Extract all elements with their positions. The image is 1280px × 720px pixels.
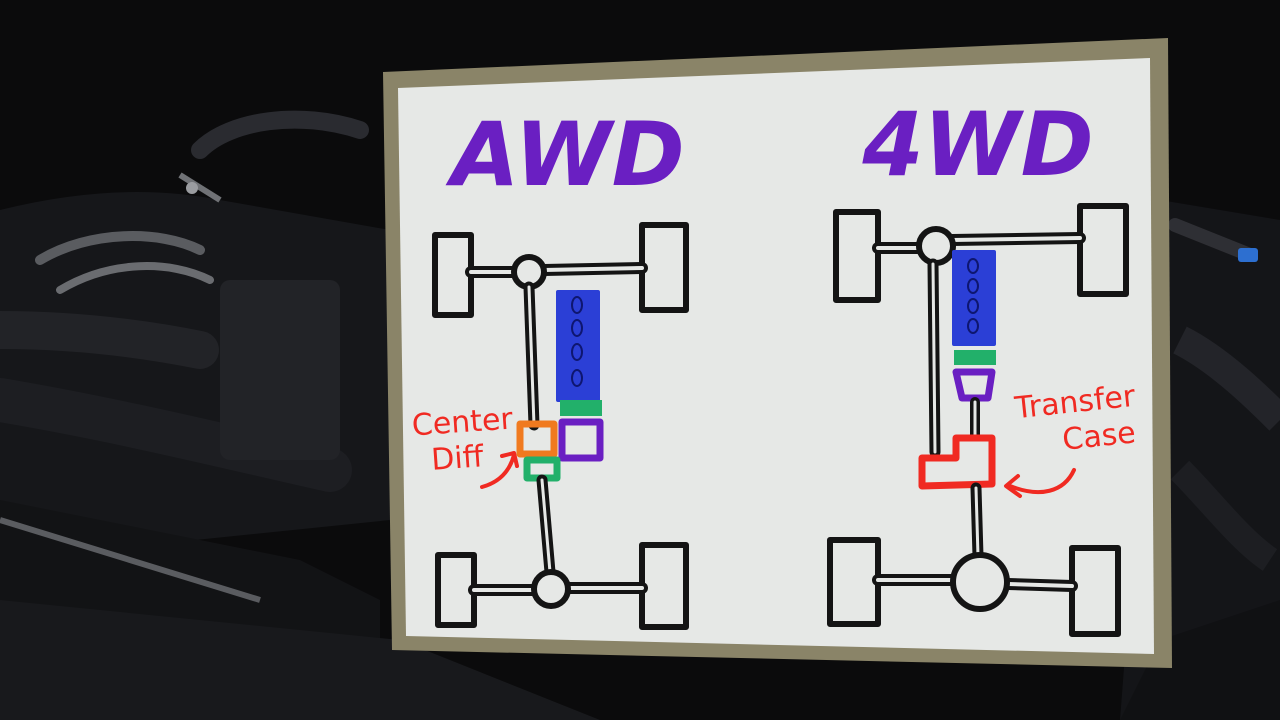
fourwd-rear-driveshaft xyxy=(970,482,984,562)
fourwd-front-axle xyxy=(833,203,1129,303)
fourwd-front-driveshaft xyxy=(927,258,941,458)
awd-transmission xyxy=(560,400,602,416)
fourwd-label-arrow xyxy=(1004,468,1076,498)
fourwd-label-line2: Case xyxy=(1061,415,1138,457)
fourwd-diagram: 4WD xyxy=(827,93,1138,637)
awd-rear-axle xyxy=(435,542,689,630)
fourwd-transfer-case xyxy=(918,434,996,490)
fourwd-engine xyxy=(952,250,996,346)
awd-engine xyxy=(556,290,600,402)
awd-center-diff xyxy=(516,420,558,458)
awd-label-arrow xyxy=(480,451,519,489)
fourwd-rear-axle xyxy=(827,537,1121,637)
fourwd-transmission xyxy=(954,350,996,365)
awd-gearbox xyxy=(558,418,604,462)
fourwd-gearbox xyxy=(952,368,996,402)
awd-label-line2: Diff xyxy=(430,439,486,478)
awd-rear-driveshaft xyxy=(536,474,556,578)
awd-title: AWD xyxy=(445,103,684,206)
awd-label-line1: Center xyxy=(411,401,515,443)
awd-front-axle xyxy=(432,222,689,318)
awd-front-driveshaft xyxy=(523,281,540,431)
fourwd-title: 4WD xyxy=(861,93,1093,196)
awd-diagram: AWD xyxy=(411,103,689,630)
